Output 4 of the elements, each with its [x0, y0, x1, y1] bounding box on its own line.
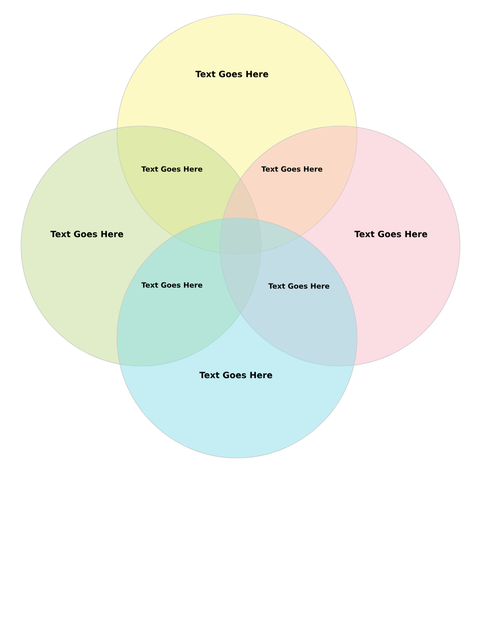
circle-label: Text Goes Here — [195, 70, 268, 78]
circle-label: Text Goes Here — [50, 230, 124, 238]
circle-label: Text Goes Here — [199, 372, 272, 378]
circle-label: Text Goes Here — [354, 230, 428, 238]
